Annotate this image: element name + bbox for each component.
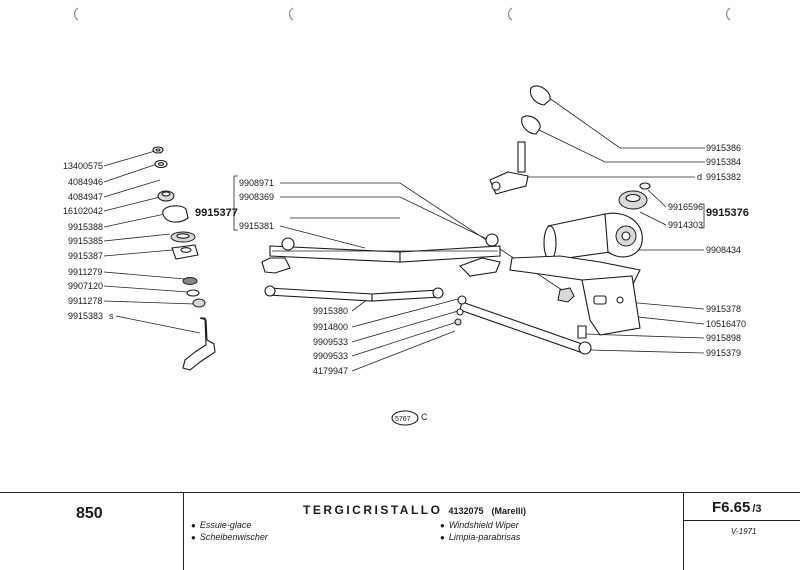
figure-letter: C [421, 412, 428, 422]
part-number-10516470: 10516470 [706, 319, 746, 329]
part-number-9908434: 9908434 [706, 245, 741, 255]
title-line: TERGICRISTALLO 4132075 (Marelli) [303, 501, 526, 519]
reference-divider [683, 520, 800, 521]
part-number-4084946: 4084946 [68, 177, 103, 187]
right-spindle-parts [489, 85, 551, 195]
sheet-number: /3 [752, 503, 762, 515]
issue-date: V-1971 [731, 527, 757, 536]
part-number-9914303: 9914303 [668, 220, 703, 230]
lang-english: ●Windshield Wiper [440, 520, 519, 530]
part-number-9915385: 9915385 [68, 236, 103, 246]
part-number-9915378: 9915378 [706, 304, 741, 314]
part-number-9915898: 9915898 [706, 333, 741, 343]
part-number-9907120: 9907120 [68, 281, 103, 291]
lang-german: ●Scheibenwischer [191, 532, 268, 542]
description-cell: TERGICRISTALLO 4132075 (Marelli) ●Essuie-g… [183, 493, 684, 570]
pivot-nut [557, 287, 575, 303]
manufacturer: (Marelli) [491, 506, 526, 516]
part-prefix-d: d [697, 172, 702, 182]
lang-spanish-text: Limpia-parabrisas [448, 532, 521, 542]
part-number-4179947: 4179947 [313, 366, 348, 376]
sheet-reference: F6.65/3 [712, 499, 762, 516]
group-number-9915376: 9915376 [706, 207, 749, 219]
part-number-9914800: 9914800 [313, 322, 348, 332]
reference-cell: F6.65/3 V-1971 [683, 493, 800, 570]
model-cell: 850 [0, 493, 184, 570]
lang-french-text: Essuie-glace [199, 520, 252, 530]
right-label-column: 9915386 9915384 d 9915382 9916596 991430… [668, 143, 749, 358]
part-number-9915383: 9915383 [68, 311, 103, 321]
wiper-motor [509, 182, 651, 291]
part-number-4084947: 4084947 [68, 192, 103, 202]
lang-spanish: ●Limpia-parabrisas [440, 532, 521, 542]
group-bracket-9915377: 9915377 9908971 9908369 9915381 [195, 175, 566, 293]
left-spindle-parts [152, 146, 216, 371]
figure-number: 5767 [395, 416, 411, 423]
part-number-9915380: 9915380 [313, 306, 348, 316]
part-number-9915387: 9915387 [68, 251, 103, 261]
part-number-9915379: 9915379 [706, 348, 741, 358]
title-block: 850 TERGICRISTALLO 4132075 (Marelli) ●Essu… [0, 492, 800, 570]
part-number-9908369: 9908369 [239, 192, 274, 202]
lower-connecting-rod [264, 285, 444, 302]
left-leader-lines [103, 150, 201, 334]
part-number-13400575: 13400575 [63, 161, 103, 171]
sheet-code: F6.65 [712, 499, 751, 516]
part-suffix-s: s [109, 311, 114, 321]
motor-link-rod [454, 295, 592, 355]
part-number-9915386: 9915386 [706, 143, 741, 153]
part-number-9911279: 9911279 [68, 267, 102, 277]
lang-french: ●Essuie-glace [191, 520, 252, 530]
part-group-title: TERGICRISTALLO [303, 503, 443, 517]
part-number-9915381: 9915381 [239, 221, 274, 231]
part-number-16102042: 16102042 [63, 206, 103, 216]
mounting-bracket [577, 275, 641, 339]
figure-reference: 5767 C [391, 410, 428, 426]
center-label-column: 9915380 9914800 9909533 9909533 4179947 [313, 295, 459, 376]
part-number-9915384: 9915384 [706, 157, 741, 167]
lang-english-text: Windshield Wiper [448, 520, 519, 530]
part-number-9911278: 9911278 [68, 296, 102, 306]
part-number-9915382: 9915382 [706, 172, 741, 182]
part-number-9915388: 9915388 [68, 222, 103, 232]
part-number-9909533-a: 9909533 [313, 337, 348, 347]
binder-hole-marks [74, 7, 731, 21]
group-number-9915377: 9915377 [195, 207, 238, 219]
model-number: 850 [76, 505, 103, 522]
part-number-9916596: 9916596 [668, 202, 703, 212]
part-number-9909533-b: 9909533 [313, 351, 348, 361]
part-group-code: 4132075 [448, 506, 484, 516]
part-number-9908971: 9908971 [239, 178, 274, 188]
lang-german-text: Scheibenwischer [199, 532, 268, 542]
left-label-column: 13400575 4084946 4084947 16102042 991538… [63, 161, 114, 321]
drive-linkage-bar [261, 233, 501, 277]
